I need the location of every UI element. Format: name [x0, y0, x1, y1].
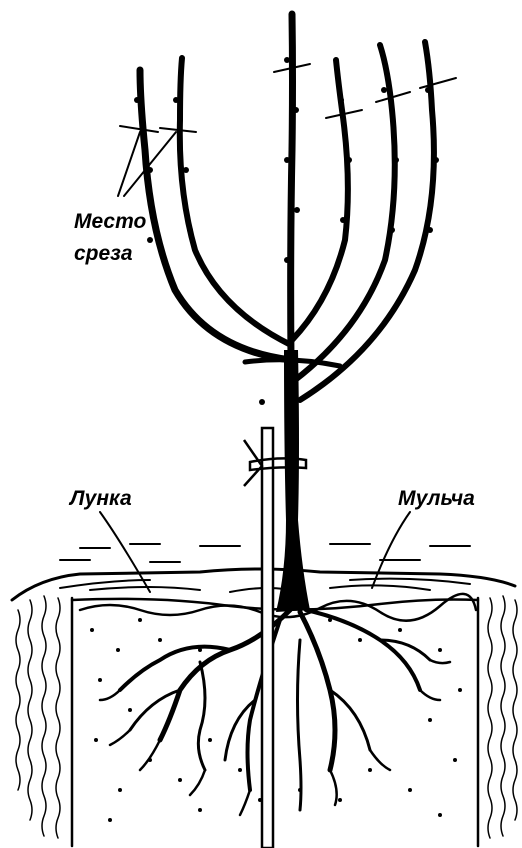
soil-texture-left	[16, 596, 60, 838]
label-mulch: Мульча	[398, 487, 475, 510]
label-hole: Лунка	[68, 487, 132, 510]
mulch-leader	[372, 512, 410, 588]
tree-crown	[140, 14, 434, 400]
cut-marks	[120, 64, 456, 132]
label-cut-place-line1: Место	[74, 210, 147, 233]
soil-dots	[90, 618, 462, 822]
soil-texture-right	[488, 596, 517, 838]
tree-trunk	[276, 350, 310, 612]
label-cut-place-line2: среза	[74, 242, 133, 265]
roots	[100, 610, 450, 815]
